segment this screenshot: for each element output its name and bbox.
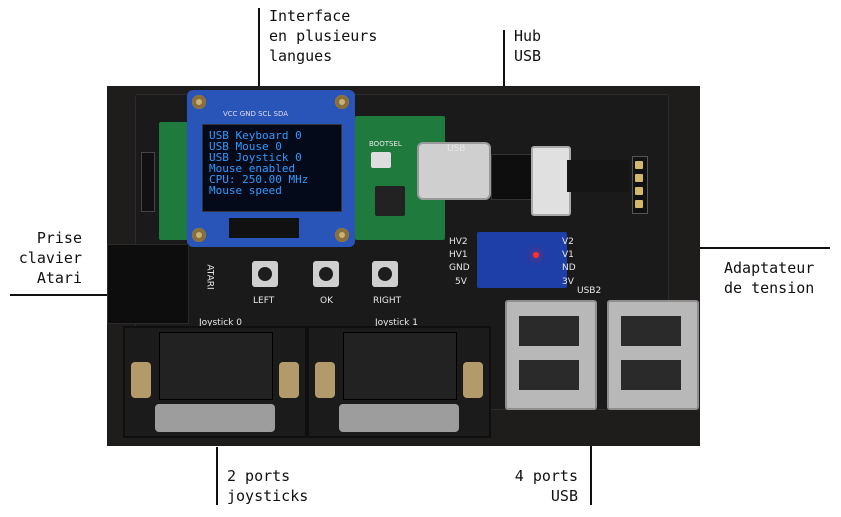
left-button (252, 261, 278, 287)
oled-line: Mouse speed (209, 184, 282, 197)
usb-port-stack-1 (505, 300, 597, 410)
annotation-keyboard-jack: Prise clavier Atari (18, 229, 82, 287)
usb-port-slot (519, 360, 579, 390)
annotation-joystick-ports: 2 ports joysticks (227, 467, 309, 505)
usb-port-slot (621, 360, 681, 390)
label-gnd-right: ND (562, 263, 576, 273)
label-lv2: V2 (562, 237, 574, 247)
usb-port-slot (519, 316, 579, 346)
atari-keyboard-jack (107, 244, 189, 324)
label-hv2: HV2 (449, 237, 468, 247)
annotation-usb-ports: 4 ports USB (514, 467, 578, 505)
leader-interface (258, 8, 260, 118)
label-hv1: HV1 (449, 250, 468, 260)
oled-line: Mouse enabled (209, 162, 296, 175)
left-button-cap (258, 267, 272, 281)
oled-ribbon (229, 218, 299, 238)
oled-line: USB Mouse 0 (209, 140, 282, 153)
left-label: LEFT (253, 296, 275, 306)
joystick1-label: Joystick 1 (375, 318, 418, 328)
right-button-cap (378, 267, 392, 281)
label-5v: 5V (455, 277, 467, 287)
joystick1-screw (315, 362, 335, 398)
ok-button (313, 261, 339, 287)
usb2-label: USB2 (577, 286, 602, 296)
oled-line: CPU: 250.00 MHz (209, 173, 309, 186)
right-header (632, 156, 648, 214)
oled-mount-hole (335, 228, 349, 242)
left-green-board (159, 122, 189, 240)
voltage-adapter-board (477, 232, 567, 288)
label-gnd-left: GND (449, 263, 470, 273)
joystick0-label: Joystick 0 (199, 318, 242, 328)
adapter-led (533, 252, 539, 258)
leader-usb (590, 397, 592, 505)
bootsel-button (371, 152, 391, 168)
oled-mount-hole (192, 228, 206, 242)
joystick1-port (307, 326, 491, 438)
header-pin (635, 187, 643, 195)
usb-port-stack-2 (607, 300, 699, 410)
oled-line: USB Joystick 0 (209, 151, 302, 164)
usb-label: USB (447, 144, 466, 154)
annotation-hub-usb: Hub USB (514, 27, 542, 65)
oled-screen: USB Keyboard 0 USB Mouse 0 USB Joystick … (202, 124, 342, 212)
joystick0-shell (155, 404, 275, 432)
leader-keyboard (10, 294, 118, 296)
joystick1-screw (463, 362, 483, 398)
ok-label: OK (320, 296, 333, 306)
joystick0-screw (131, 362, 151, 398)
right-label: RIGHT (373, 296, 402, 306)
right-button (372, 261, 398, 287)
ok-button-cap (319, 267, 333, 281)
label-3v3: 3V (562, 277, 574, 287)
header-pin (635, 200, 643, 208)
annotation-voltage-adapter: Adaptateur de tension (724, 259, 815, 297)
joystick0-port (123, 326, 307, 438)
usb-hub-cable (567, 160, 629, 192)
oled-mount-hole (192, 95, 206, 109)
joystick0-screw (279, 362, 299, 398)
board-photo: VCC GND SCL SDA USB Keyboard 0 USB Mouse… (107, 86, 700, 446)
usb-port-slot (621, 316, 681, 346)
usb-c-connector (417, 142, 491, 200)
oled-pin-labels: VCC GND SCL SDA (223, 110, 289, 118)
bootsel-label: BOOTSEL (369, 140, 402, 148)
label-lv1: V1 (562, 250, 574, 260)
pico-chip (375, 186, 405, 216)
oled-line: USB Keyboard 0 (209, 129, 302, 142)
left-header (141, 152, 155, 212)
joystick1-body (343, 332, 457, 400)
joystick0-body (159, 332, 273, 400)
header-pin (635, 161, 643, 169)
atari-label: ATARI (204, 264, 215, 290)
oled-module: VCC GND SCL SDA USB Keyboard 0 USB Mouse… (187, 90, 355, 247)
header-pin (635, 174, 643, 182)
usb-hub-connector (531, 146, 571, 216)
annotation-interface: Interface en plusieurs langues (269, 7, 378, 65)
oled-mount-hole (335, 95, 349, 109)
joystick1-shell (339, 404, 459, 432)
leader-joystick (216, 447, 218, 505)
